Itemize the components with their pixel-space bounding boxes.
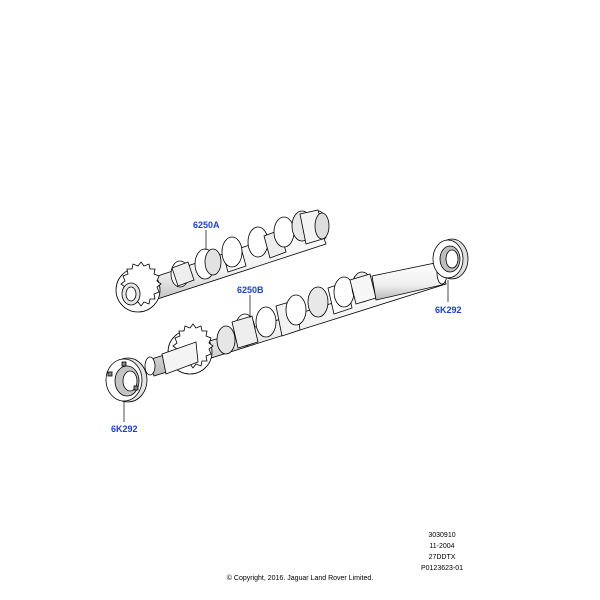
drawing-code: 27DDTX — [428, 554, 456, 561]
oil-seal-left — [105, 357, 148, 403]
oil-seal-right — [432, 238, 469, 280]
callout-6k292-right: 6K292 — [435, 305, 462, 315]
camshaft-6250b — [144, 261, 448, 377]
camshaft-6250a — [115, 209, 330, 313]
drawing-date: 11-2004 — [429, 543, 455, 550]
drawing-number: 3030910 — [428, 532, 456, 539]
sprocket-upper — [115, 261, 162, 313]
callout-6250b: 6250B — [237, 285, 264, 295]
drawing-part-ref: P0123623-01 — [420, 565, 464, 572]
copyright-notice: © Copyright, 2016. Jaguar Land Rover Lim… — [226, 575, 374, 582]
callout-6k292-left: 6K292 — [111, 424, 138, 434]
callout-6250a: 6250A — [193, 220, 220, 230]
